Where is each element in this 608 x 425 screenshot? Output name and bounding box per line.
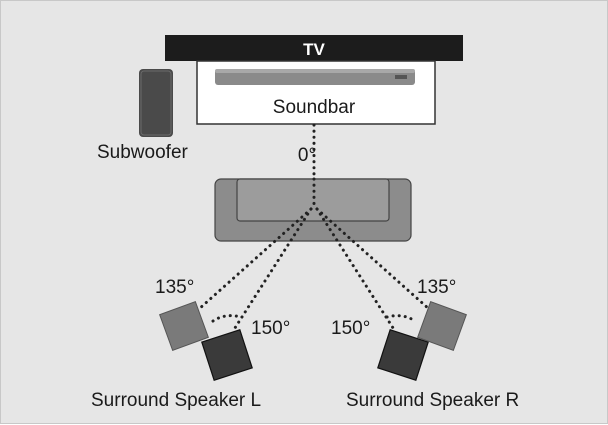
soundbar-icon [215, 69, 415, 85]
surround-right-icon [377, 329, 429, 381]
tv-bar [165, 35, 463, 61]
front-angle-label: 0° [298, 145, 316, 166]
surround-right-label: Surround Speaker R [346, 390, 519, 411]
surround-left-label: Surround Speaker L [91, 390, 261, 411]
soundbar-label: Soundbar [273, 97, 356, 118]
left-narrow-angle-label: 150° [251, 318, 290, 339]
subwoofer-icon [139, 69, 173, 137]
sofa-icon [214, 178, 412, 242]
left-wide-angle-label: 135° [155, 277, 194, 298]
left-guide-lines [197, 207, 313, 333]
subwoofer-label: Subwoofer [97, 142, 189, 163]
tv-label: TV [303, 40, 325, 59]
right-guide-lines [315, 207, 431, 333]
surround-left-wide-icon [159, 301, 209, 351]
surround-left-icon [201, 329, 253, 381]
right-wide-angle-label: 135° [417, 277, 456, 298]
surround-right-wide-icon [417, 301, 467, 351]
right-narrow-angle-label: 150° [331, 318, 370, 339]
